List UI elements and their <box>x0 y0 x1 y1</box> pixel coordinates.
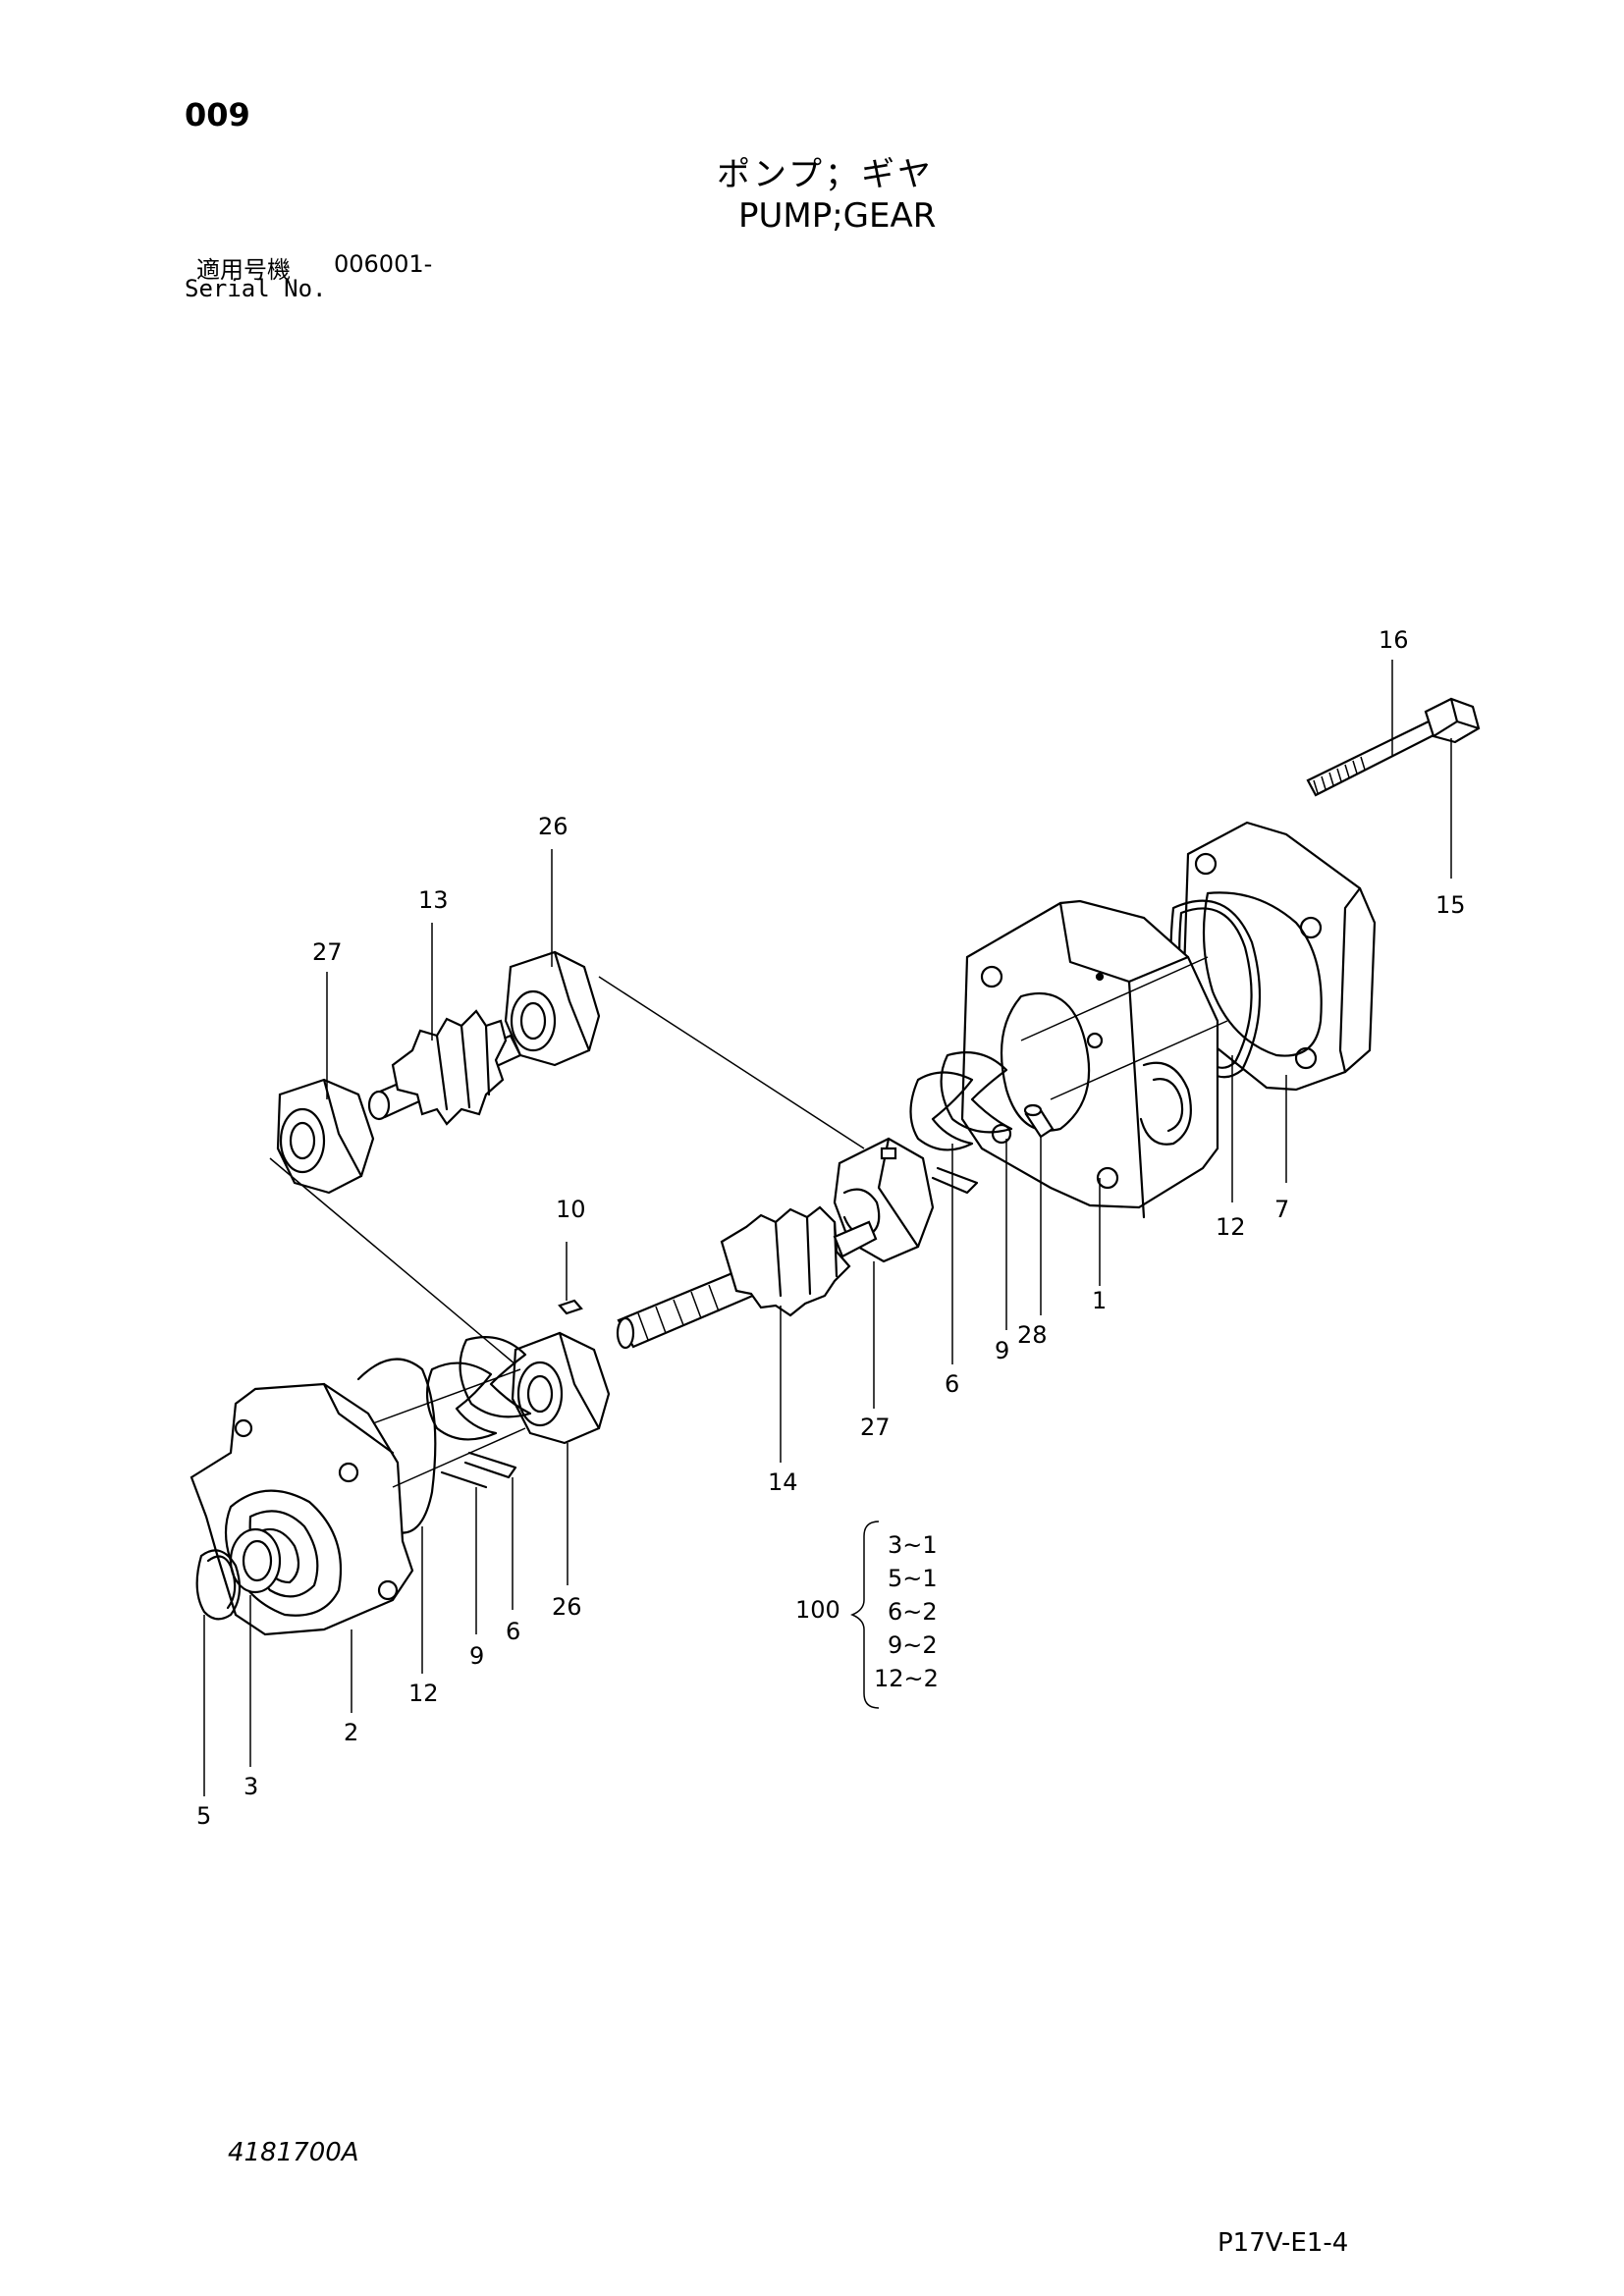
callout-labels: 16 15 26 13 27 7 12 1 28 9 6 27 10 14 26… <box>196 626 1466 1830</box>
callout-12-right: 12 <box>1216 1213 1246 1241</box>
callout-26-lower: 26 <box>552 1593 582 1621</box>
page-title-japanese: ポンプ；ギヤ <box>717 155 934 194</box>
kit-item: 12~2 <box>874 1665 939 1692</box>
callout-1: 1 <box>1092 1287 1107 1314</box>
callout-28: 28 <box>1017 1321 1048 1349</box>
bushing-part-27-upper <box>276 1078 375 1195</box>
dowel-pin-part-28 <box>1023 1103 1055 1139</box>
kit-item: 3~1 <box>888 1531 938 1559</box>
kit-item: 5~1 <box>888 1565 938 1592</box>
idler-gear-part-13 <box>367 1009 522 1126</box>
callout-15: 15 <box>1435 891 1466 919</box>
drive-gear-shaft-part-14 <box>616 1205 878 1350</box>
callout-3: 3 <box>244 1773 258 1800</box>
assembly-lines <box>269 956 1228 1488</box>
serial-label-english: Serial No. <box>185 275 327 302</box>
bushing-part-26-upper <box>504 950 601 1067</box>
callout-10: 10 <box>556 1196 586 1223</box>
serial-label-japanese: 適用号機 <box>196 256 291 284</box>
seal-parts-6-9-right <box>909 1051 1013 1195</box>
callout-13: 13 <box>418 886 449 914</box>
callout-14: 14 <box>768 1468 798 1496</box>
callout-5: 5 <box>196 1802 211 1830</box>
callout-27-upper: 27 <box>312 938 343 966</box>
kit-100-group: 100 3~1 5~1 6~2 9~2 12~2 <box>795 1521 939 1709</box>
page-number: 009 <box>185 96 250 133</box>
callout-2: 2 <box>344 1719 358 1746</box>
leader-lines <box>203 660 1452 1796</box>
kit-item: 6~2 <box>888 1598 938 1626</box>
oil-seal-part-3 <box>229 1527 282 1594</box>
bolt-part-16 <box>1306 697 1481 797</box>
callout-16: 16 <box>1379 626 1409 654</box>
page-title-english: PUMP;GEAR <box>738 196 937 236</box>
callout-27-right: 27 <box>860 1414 891 1441</box>
kit-item: 9~2 <box>888 1631 938 1659</box>
callout-26-upper: 26 <box>538 813 568 840</box>
kit-number: 100 <box>795 1596 840 1624</box>
callout-9-right: 9 <box>995 1337 1009 1364</box>
page-code: P17V-E1-4 <box>1218 2228 1349 2258</box>
callout-9-left: 9 <box>469 1642 484 1670</box>
callout-6-left: 6 <box>506 1618 520 1645</box>
callout-7: 7 <box>1274 1196 1289 1223</box>
callout-6-right: 6 <box>945 1370 959 1398</box>
snap-ring-part-5 <box>195 1549 242 1621</box>
pump-body-part-1 <box>960 899 1219 1219</box>
seal-parts-6-9-left <box>425 1336 532 1489</box>
callout-12-left: 12 <box>408 1680 439 1707</box>
key-part-10 <box>558 1299 583 1315</box>
rear-cover-part-7 <box>1181 821 1377 1092</box>
drawing-number: 4181700A <box>228 2138 359 2167</box>
bushing-part-26-lower <box>511 1331 611 1445</box>
serial-range: 006001- <box>334 250 433 278</box>
